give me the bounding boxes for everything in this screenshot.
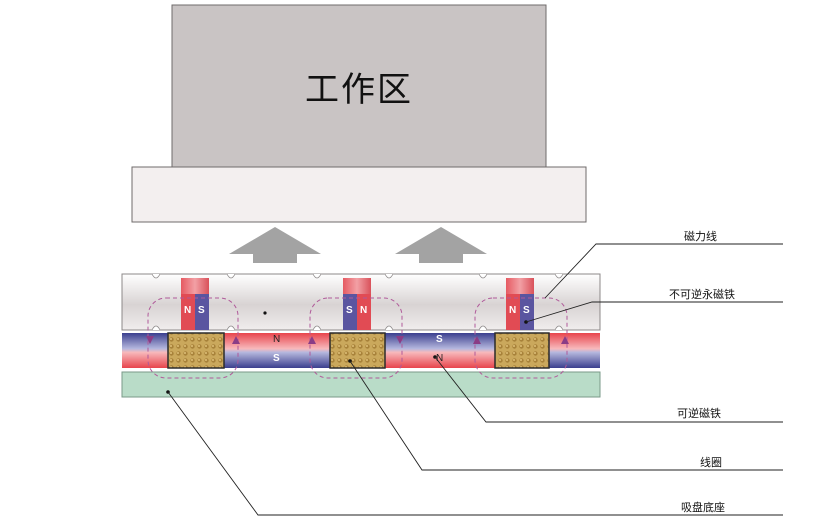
leader-magnetic-lines [544,243,783,299]
leader-coil [349,360,783,471]
pressure-plate [131,166,587,223]
coil-2 [329,332,386,369]
reversible-pole-n-2: N [436,353,444,364]
reversible-magnet-left-edge [122,333,168,368]
pole-s-1: S [198,305,205,316]
coils [167,332,550,369]
callout-magnetic-lines: 磁力线 [684,230,717,243]
coil-1 [167,332,225,369]
bottom-notches [151,325,564,331]
pole-n-3: N [509,305,517,316]
pole-s-3: S [523,305,530,316]
flux-arrows [146,336,569,344]
pole-n-2: N [360,305,368,316]
reversible-pole-n-1: N [273,334,281,345]
leader-irreversible-magnet [525,301,783,323]
pole-s-2: S [346,305,353,316]
callout-coil: 线圈 [700,456,722,469]
lift-arrow-right [395,227,487,263]
callout-reversible-magnet: 可逆磁铁 [677,407,721,420]
callout-irreversible-magnet: 不可逆永磁铁 [669,288,735,301]
chuck-base [121,371,601,398]
lift-arrow-left [229,227,321,263]
top-notches [151,273,564,279]
reversible-pole-s-2: S [436,334,443,345]
callout-chuck-base: 吸盘底座 [681,501,725,514]
workpiece-block [171,4,547,168]
leader-chuck-base [167,391,783,516]
reversible-pole-s-1: S [273,353,280,364]
irreversible-magnets [181,278,534,330]
leader-reversible-magnet [434,356,783,423]
coil-3 [494,332,550,369]
pole-n-1: N [184,305,192,316]
reversible-magnet-right-edge [549,333,600,368]
leader-lines [167,243,783,516]
workpiece-label: 工作区 [305,70,413,110]
